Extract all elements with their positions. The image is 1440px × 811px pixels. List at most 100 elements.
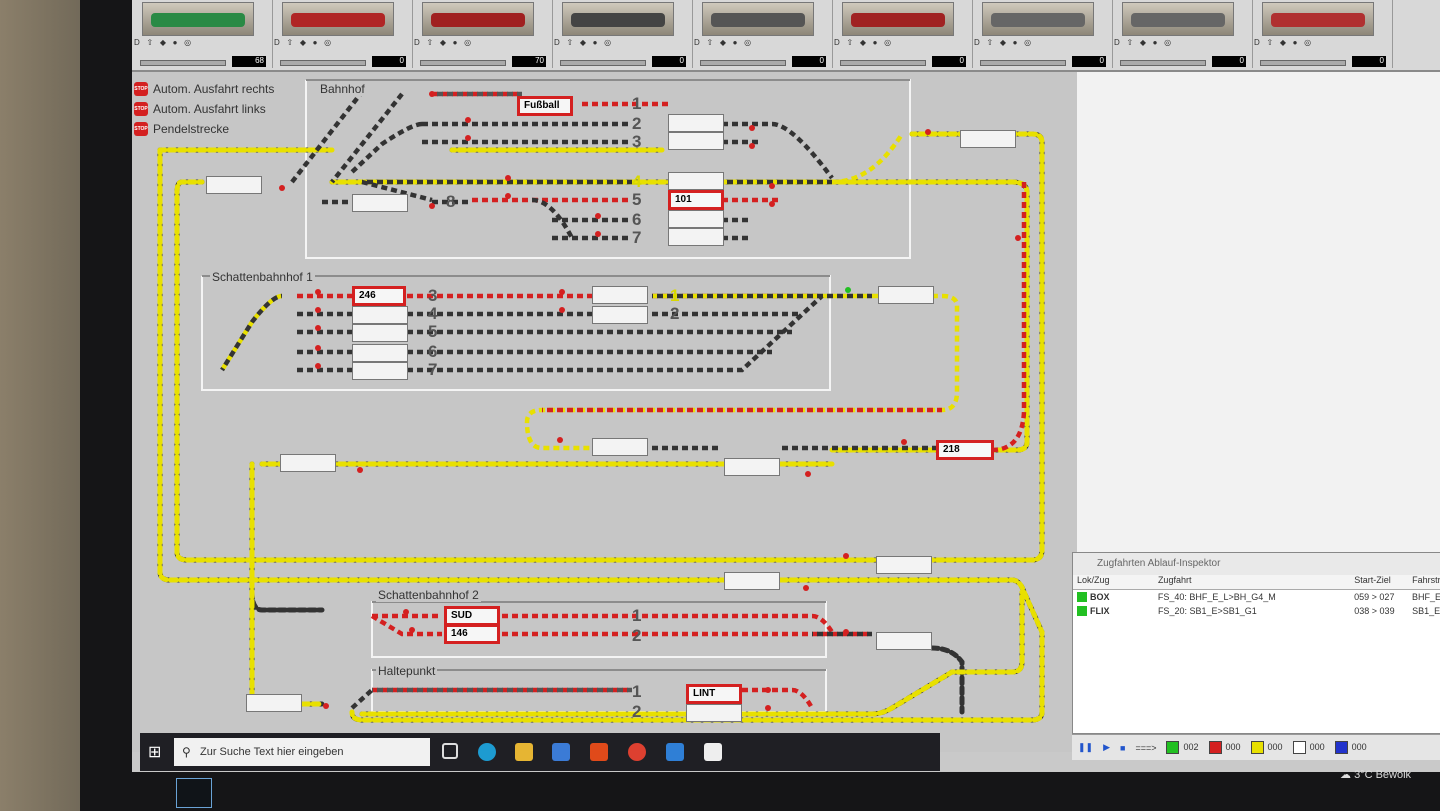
track-number: 7 — [428, 360, 438, 379]
taskbar-search[interactable]: ⚲ Zur Suche Text hier eingeben — [174, 738, 430, 766]
start-ziel: 038 > 039 — [1354, 606, 1395, 616]
loco-panel[interactable]: D ⇧ ◆ ● ◎70 — [412, 0, 553, 68]
block-218[interactable]: 218 — [936, 440, 994, 460]
block[interactable] — [668, 132, 724, 150]
stop-icon: STOP — [134, 102, 148, 116]
col-header[interactable]: Start-Ziel — [1354, 575, 1391, 585]
speed-slider[interactable] — [140, 60, 226, 66]
block[interactable] — [668, 228, 724, 246]
block[interactable] — [352, 324, 408, 342]
loco-panel[interactable] — [1392, 0, 1440, 68]
loco-image — [702, 2, 814, 36]
block-146[interactable]: 146 — [444, 624, 500, 644]
block[interactable] — [592, 438, 648, 456]
speed-slider[interactable] — [1260, 60, 1346, 66]
block[interactable] — [592, 286, 648, 304]
speed-slider[interactable] — [980, 60, 1066, 66]
block[interactable] — [724, 458, 780, 476]
file-explorer-icon[interactable] — [515, 743, 533, 761]
track-number: 1 — [632, 682, 642, 701]
play-icon[interactable]: ▶ — [1103, 742, 1111, 752]
track-number: 4 — [428, 304, 438, 323]
loco-panel[interactable]: D ⇧ ◆ ● ◎0 — [972, 0, 1113, 68]
speed-slider[interactable] — [700, 60, 786, 66]
block-fussball[interactable]: Fußball — [517, 96, 573, 116]
blue-count-icon — [1334, 741, 1348, 754]
weather-tray[interactable]: ☁ 3°C Bewölk — [1340, 768, 1440, 796]
block[interactable] — [878, 286, 934, 304]
mail-icon[interactable] — [666, 743, 684, 761]
block[interactable] — [668, 210, 724, 228]
speed-slider[interactable] — [840, 60, 926, 66]
chrome-icon[interactable] — [628, 743, 646, 761]
table-row[interactable]: FLIX FS_20: SB1_E>SB1_G1 038 > 039 SB1_E — [1073, 604, 1440, 618]
track-number: 1 — [632, 606, 642, 625]
block[interactable] — [686, 704, 742, 722]
speed-slider[interactable] — [420, 60, 506, 66]
red-count: 000 — [1225, 741, 1241, 752]
block[interactable] — [668, 114, 724, 132]
block-246[interactable]: 246 — [352, 286, 406, 306]
block[interactable] — [352, 194, 408, 212]
loco-function-row[interactable]: D ⇧ ◆ ● ◎ — [554, 38, 612, 47]
loco-function-row[interactable]: D ⇧ ◆ ● ◎ — [974, 38, 1032, 47]
arrow-text: ===> — [1135, 742, 1157, 753]
block[interactable] — [352, 306, 408, 324]
pause-icon[interactable]: ❚❚ — [1078, 742, 1094, 752]
track-number: 2 — [632, 702, 642, 721]
speed-slider[interactable] — [1120, 60, 1206, 66]
yellow-count: 000 — [1267, 741, 1283, 752]
block[interactable] — [206, 176, 262, 194]
loco-panel[interactable]: D ⇧ ◆ ● ◎ 0 — [692, 0, 833, 68]
block[interactable] — [724, 572, 780, 590]
loco-panel[interactable]: D ⇧ ◆ ● ◎0 — [552, 0, 693, 68]
block[interactable] — [280, 454, 336, 472]
loco-function-row[interactable]: D ⇧ ◆ ● ◎ — [694, 38, 752, 47]
blue-count: 000 — [1351, 741, 1367, 752]
table-row[interactable]: BOX FS_40: BHF_E_L>BH_G4_M 059 > 027 BHF… — [1073, 590, 1440, 604]
loco-function-row[interactable]: D ⇧ ◆ ● ◎ — [274, 38, 332, 47]
block-sud[interactable]: SUD — [444, 606, 500, 626]
block-lint[interactable]: LINT — [686, 684, 742, 704]
railway-app-icon[interactable] — [704, 743, 722, 761]
block[interactable] — [960, 130, 1016, 148]
loco-function-row[interactable]: D ⇧ ◆ ● ◎ — [834, 38, 892, 47]
col-header[interactable]: Zugfahrt — [1157, 575, 1192, 585]
loco-panel[interactable]: D ⇧ ◆ ● ◎0 — [832, 0, 973, 68]
speed-display: 0 — [792, 56, 826, 67]
green-count-icon — [1166, 741, 1180, 754]
col-header[interactable]: Lok/Zug — [1077, 575, 1110, 585]
loco-panel[interactable]: D ⇧ ◆ ● ◎68 — [132, 0, 273, 68]
task-view-icon[interactable] — [442, 743, 458, 759]
edge-icon[interactable] — [478, 743, 496, 761]
track-number: 2 — [670, 304, 680, 323]
col-header[interactable]: Fahrstr — [1412, 575, 1440, 585]
office-icon[interactable] — [590, 743, 608, 761]
block[interactable] — [246, 694, 302, 712]
loco-function-row[interactable]: D ⇧ ◆ ● ◎ — [1254, 38, 1312, 47]
loco-function-row[interactable]: D ⇧ ◆ ● ◎ — [414, 38, 472, 47]
loco-panel[interactable]: D ⇧ ◆ ● ◎0 — [272, 0, 413, 68]
block[interactable] — [876, 632, 932, 650]
track-number: 8 — [446, 192, 456, 211]
fahrstrasse: SB1_E — [1412, 606, 1440, 616]
block[interactable] — [876, 556, 932, 574]
speed-slider[interactable] — [280, 60, 366, 66]
block[interactable] — [668, 172, 724, 190]
block[interactable] — [592, 306, 648, 324]
block[interactable] — [352, 362, 408, 380]
stop-square-icon[interactable]: ■ — [1120, 742, 1126, 753]
speed-slider[interactable] — [560, 60, 646, 66]
loco-function-row[interactable]: D ⇧ ◆ ● ◎ — [134, 38, 192, 47]
block-101[interactable]: 101 — [668, 190, 724, 210]
windows-start-icon[interactable]: ⊞ — [148, 744, 162, 761]
loco-panel[interactable]: D ⇧ ◆ ● ◎0 — [1112, 0, 1253, 68]
loco-panel[interactable]: D ⇧ ◆ ● ◎0 — [1252, 0, 1393, 68]
screen: D ⇧ ◆ ● ◎68 D ⇧ ◆ ● ◎ 0 D ⇧ ◆ ● ◎70 D ⇧ ◆… — [132, 0, 1440, 772]
block[interactable] — [352, 344, 408, 362]
loco-function-row[interactable]: D ⇧ ◆ ● ◎ — [1114, 38, 1172, 47]
store-icon[interactable] — [552, 743, 570, 761]
